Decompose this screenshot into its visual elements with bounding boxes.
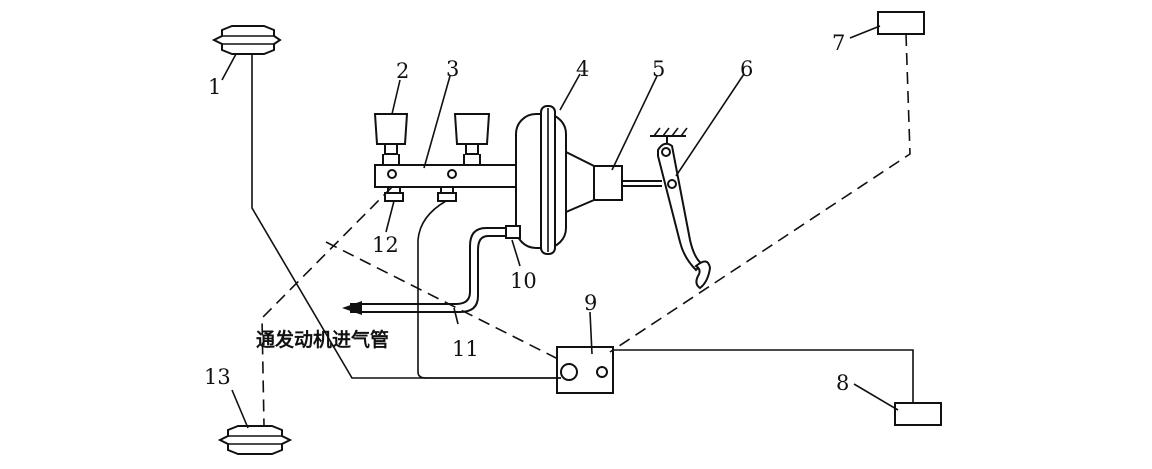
label-10: 10 [510,269,537,293]
label-2: 2 [396,59,409,83]
sensor-box-top-right [877,11,925,35]
label-6: 6 [740,57,753,81]
wheel-sensor-rear-left [217,425,293,455]
label-11: 11 [452,337,479,361]
signal-wires-solid [251,54,914,403]
label-4: 4 [576,57,589,81]
label-5: 5 [652,57,665,81]
flow-arrow-icon [342,301,362,315]
abs-control-unit [556,346,614,394]
leader-lines [221,25,899,429]
brake-pedal [650,127,712,290]
label-9: 9 [584,291,597,315]
master-cylinder [374,164,524,188]
fluid-reservoir-rear [453,113,491,165]
booster-pushrod-housing [565,150,662,214]
intake-pipe-caption: 通发动机进气管 [256,328,389,351]
vacuum-hose [342,225,521,315]
wheel-sensor-front-left [211,25,282,55]
label-13: 13 [204,365,231,389]
label-8: 8 [836,371,849,395]
sensor-box-bottom-right [894,402,942,426]
label-3: 3 [446,57,459,81]
fluid-reservoir-front [373,113,409,165]
signal-wires-dashed [261,33,911,427]
label-12: 12 [372,233,399,257]
label-7: 7 [832,31,845,55]
label-1: 1 [208,75,221,99]
brake-line-fittings [384,186,457,202]
vacuum-booster [515,105,567,255]
